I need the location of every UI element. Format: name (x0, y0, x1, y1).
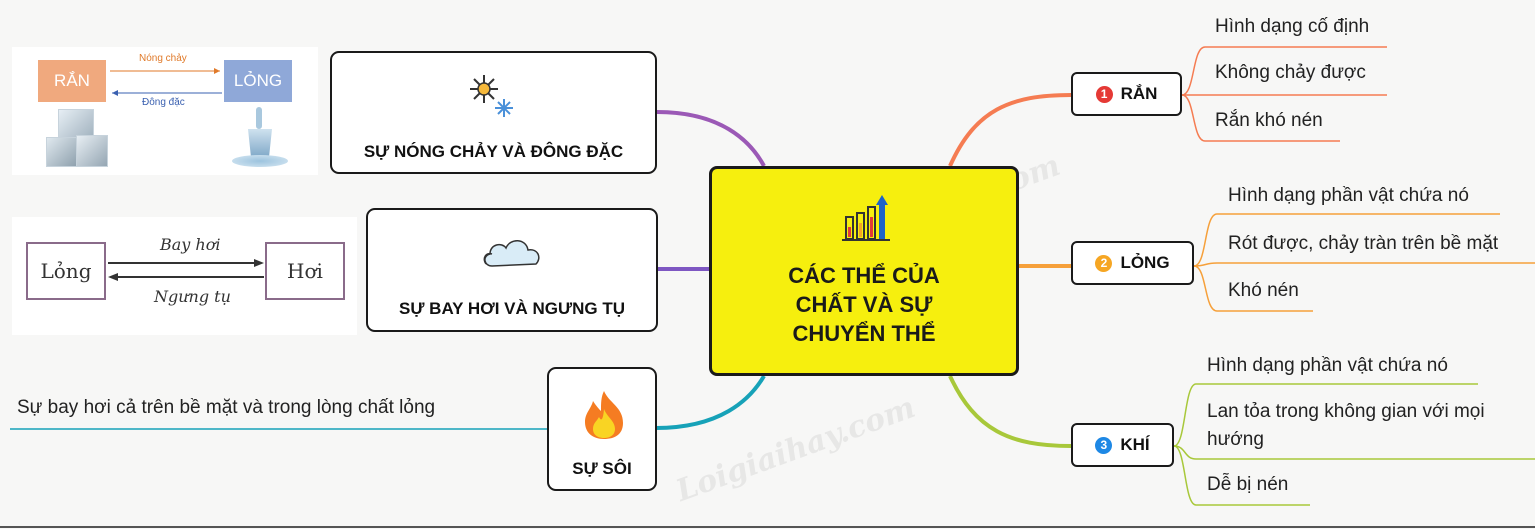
vapor-box: Hơi (265, 242, 345, 300)
state-liquid-node[interactable]: 2 LỎNG (1071, 241, 1194, 285)
liquid-item: Hình dạng phần vật chứa nó (1228, 185, 1469, 206)
evaporation-arrow-label: Bay hơi (160, 235, 221, 254)
boiling-label: SỰ SÔI (572, 459, 632, 478)
state-gas-label: KHÍ (1120, 435, 1150, 454)
arrows (108, 259, 264, 281)
boiling-node[interactable]: SỰ SÔI (547, 367, 657, 491)
connector-solid (948, 93, 1072, 167)
liquid-box: LỎNG (224, 60, 292, 102)
state-gas-node[interactable]: 3 KHÍ (1071, 423, 1174, 467)
solid-item: Hình dạng cố định (1215, 16, 1370, 37)
evaporation-condensation-node[interactable]: SỰ BAY HƠI VÀ NGƯNG TỤ (366, 208, 658, 332)
connector-gas (948, 375, 1072, 448)
snowflake-sun-icon (470, 75, 513, 117)
state-liquid-label: LỎNG (1120, 253, 1170, 272)
number-3-icon: 3 (1095, 436, 1113, 454)
solid-box: RẮN (38, 60, 106, 102)
cloud-icon (483, 240, 540, 267)
solid-item: Không chảy được (1215, 62, 1366, 83)
number-2-icon: 2 (1095, 254, 1113, 272)
liquid-box: Lỏng (26, 242, 106, 300)
central-title: CÁC THỂ CỦA CHẤT VÀ SỰ CHUYỂN THỂ (788, 263, 940, 346)
bar-chart-icon (842, 195, 890, 241)
melting-solidifying-node[interactable]: SỰ NÓNG CHẢY VÀ ĐÔNG ĐẶC (330, 51, 657, 174)
liquid-leaf-connectors (1193, 213, 1535, 312)
arrows (110, 68, 222, 96)
state-solid-label: RẮN (1120, 84, 1158, 103)
central-topic[interactable]: CÁC THỂ CỦA CHẤT VÀ SỰ CHUYỂN THỂ (709, 166, 1019, 376)
solid-leaf-connectors (1181, 46, 1387, 142)
gas-item: Dễ bị nén (1207, 474, 1289, 495)
gas-leaf-connectors (1173, 383, 1535, 506)
fire-icon (585, 391, 623, 439)
state-solid-node[interactable]: 1 RẮN (1071, 72, 1182, 116)
gas-item: Hình dạng phần vật chứa nó (1207, 355, 1448, 376)
water-glass-image (230, 107, 290, 169)
number-1-icon: 1 (1095, 85, 1113, 103)
melting-label: SỰ NÓNG CHẢY VÀ ĐÔNG ĐẶC (363, 142, 624, 161)
condensation-arrow-label: Ngưng tụ (154, 287, 231, 306)
evaporation-label: SỰ BAY HƠI VÀ NGƯNG TỤ (399, 299, 625, 318)
boiling-note: Sự bay hơi cả trên bề mặt và trong lòng … (17, 397, 436, 418)
connector-melting (656, 110, 766, 167)
liquid-item: Khó nén (1228, 280, 1299, 301)
ice-cubes-image (46, 109, 108, 167)
solid-item: Rắn khó nén (1215, 110, 1323, 131)
evaporation-diagram-image: Lỏng Hơi Bay hơi Ngưng tụ (12, 217, 357, 335)
melting-arrow-label: Nóng chảy (139, 53, 187, 64)
liquid-item: Rót được, chảy tràn trên bề mặt (1228, 233, 1499, 254)
solidifying-arrow-label: Đông đặc (142, 97, 185, 108)
gas-item: Lan tỏa trong không gian với mọi hướng (1207, 401, 1485, 450)
connector-boiling (655, 374, 766, 430)
melting-diagram-image: RẮN LỎNG Nóng chảy Đông đặc (12, 47, 318, 175)
